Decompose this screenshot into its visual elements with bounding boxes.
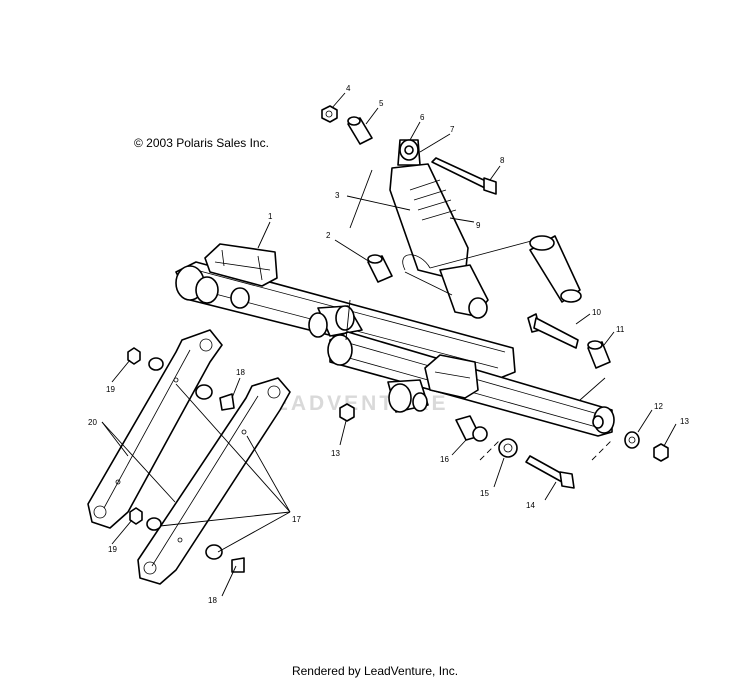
callout-11: 11 <box>616 325 625 334</box>
callout-18-top: 18 <box>236 368 245 377</box>
callout-13-center: 13 <box>331 449 340 458</box>
callout-18-bottom: 18 <box>208 596 217 605</box>
callout-labels: 1 2 3 4 5 6 7 8 9 10 11 12 13 13 14 15 1… <box>88 84 689 605</box>
callout-17: 17 <box>292 515 301 524</box>
link-arms <box>87 329 291 585</box>
callout-14: 14 <box>526 501 535 510</box>
callout-9: 9 <box>476 221 481 230</box>
shock-absorber <box>389 139 582 319</box>
callout-4: 4 <box>346 84 351 93</box>
hardware <box>321 105 669 489</box>
footer-credit: Rendered by LeadVenture, Inc. <box>291 664 459 678</box>
callout-2: 2 <box>326 231 331 240</box>
callout-5: 5 <box>379 99 384 108</box>
callout-3: 3 <box>335 191 340 200</box>
callout-19-bottom: 19 <box>108 545 117 554</box>
copyright-notice: © 2003 Polaris Sales Inc. <box>134 136 269 150</box>
callout-19-top: 19 <box>106 385 115 394</box>
front-torque-arm <box>175 243 516 379</box>
leader-lines <box>101 92 677 597</box>
callout-1: 1 <box>268 212 273 221</box>
rear-torque-arm <box>327 331 615 437</box>
callout-10: 10 <box>592 308 601 317</box>
callout-13-right: 13 <box>680 417 689 426</box>
callout-12: 12 <box>654 402 663 411</box>
callout-20: 20 <box>88 418 97 427</box>
callout-15: 15 <box>480 489 489 498</box>
link-hardware <box>127 347 245 573</box>
callout-16: 16 <box>440 455 449 464</box>
callout-6: 6 <box>420 113 425 122</box>
callout-7: 7 <box>450 125 455 134</box>
callout-8: 8 <box>500 156 505 165</box>
